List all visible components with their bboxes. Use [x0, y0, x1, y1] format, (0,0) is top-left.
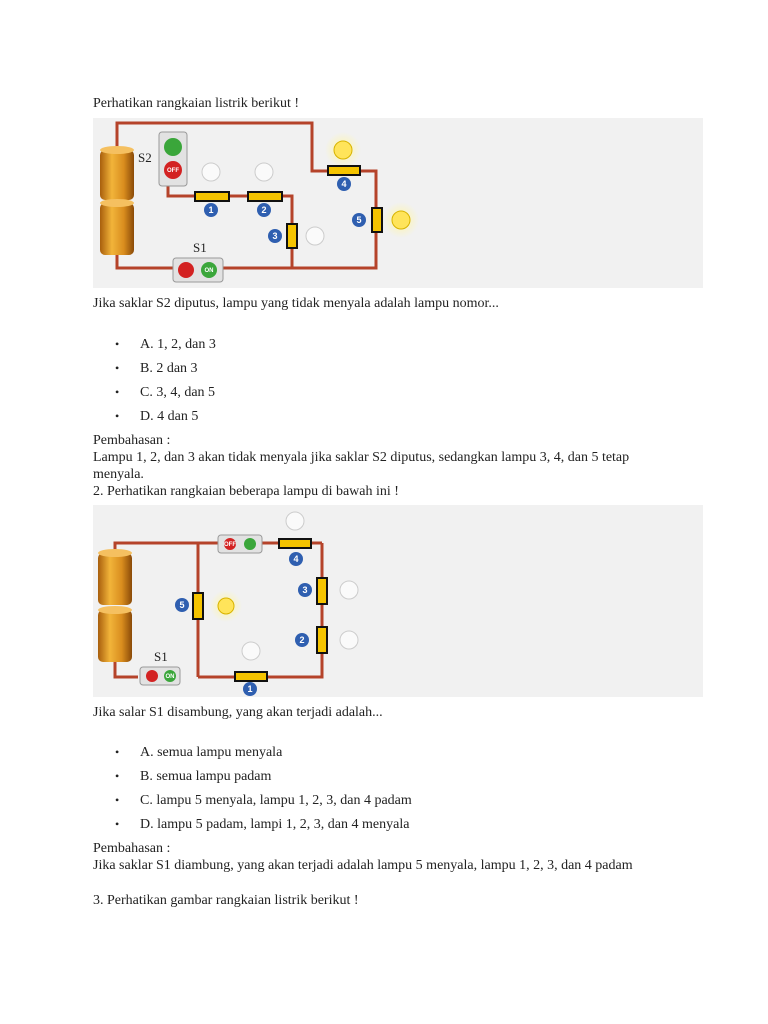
- q1-s2-label: S2: [138, 150, 152, 165]
- svg-text:3: 3: [272, 231, 277, 241]
- q1-option-a: A. 1, 2, dan 3: [93, 336, 216, 360]
- svg-text:1: 1: [208, 205, 213, 215]
- q2-question: Jika salar S1 disambung, yang akan terja…: [93, 705, 383, 720]
- lamp-2-icon: 2: [247, 162, 283, 217]
- q1-circuit-figure: OFF S2 ON S1 1 2 3: [93, 118, 703, 288]
- q1-option-b: B. 2 dan 3: [93, 360, 216, 384]
- svg-text:4: 4: [341, 179, 346, 189]
- svg-text:5: 5: [179, 600, 184, 610]
- lamp-3-icon: 3: [298, 577, 359, 605]
- q1-option-c: C. 3, 4, dan 5: [93, 384, 216, 408]
- q2-top-switch-state: OFF: [224, 542, 236, 548]
- q2-option-d: D. lampu 5 padam, lampi 1, 2, 3, dan 4 m…: [93, 816, 412, 840]
- q1-question: Jika saklar S2 diputus, lampu yang tidak…: [93, 296, 499, 311]
- switch-top-icon: OFF: [217, 534, 263, 554]
- q2-circuit-figure: OFF ON S1 4 3 2: [93, 505, 703, 697]
- q2-options: A. semua lampu menyala B. semua lampu pa…: [93, 744, 412, 840]
- q1-discussion: Lampu 1, 2, dan 3 akan tidak menyala jik…: [93, 450, 630, 482]
- lamp-3-icon: 3: [268, 223, 325, 249]
- q2-circuit-diagram: OFF ON S1 4 3 2: [98, 511, 359, 696]
- q2-option-b: B. semua lampu padam: [93, 768, 412, 792]
- battery-icon: [100, 146, 134, 255]
- q1-circuit-diagram: OFF S2 ON S1 1 2 3: [100, 121, 419, 283]
- lamp-4-icon: 4: [325, 132, 361, 191]
- q1-option-d: D. 4 dan 5: [93, 408, 216, 432]
- switch-s2-icon: OFF: [158, 131, 188, 187]
- switch-s1-icon: ON: [139, 666, 181, 686]
- q1-intro: Perhatikan rangkaian listrik berikut !: [93, 96, 300, 111]
- lamp-2-icon: 2: [295, 626, 359, 654]
- lamp-5-icon: 5: [352, 202, 419, 238]
- q2-option-c: C. lampu 5 menyala, lampu 1, 2, 3, dan 4…: [93, 792, 412, 816]
- svg-text:1: 1: [247, 684, 252, 694]
- q1-discussion-title: Pembahasan :: [93, 433, 171, 448]
- lamp-5-icon: 5: [175, 590, 242, 622]
- q1-s1-state: ON: [205, 268, 214, 274]
- svg-text:2: 2: [299, 635, 304, 645]
- svg-text:4: 4: [293, 554, 298, 564]
- svg-text:2: 2: [261, 205, 266, 215]
- q1-s1-label: S1: [193, 240, 207, 255]
- lamp-1-icon: 1: [234, 641, 268, 696]
- lamp-1-icon: 1: [194, 162, 230, 217]
- svg-text:3: 3: [302, 585, 307, 595]
- q2-intro: 2. Perhatikan rangkaian beberapa lampu d…: [93, 484, 399, 499]
- svg-text:5: 5: [356, 215, 361, 225]
- q1-s2-state: OFF: [167, 168, 179, 174]
- switch-s1-icon: ON: [172, 257, 224, 283]
- q2-option-a: A. semua lampu menyala: [93, 744, 412, 768]
- q2-s1-label: S1: [154, 649, 168, 664]
- q2-s1-state: ON: [166, 674, 175, 680]
- q2-discussion-title: Pembahasan :: [93, 841, 171, 856]
- battery-icon: [98, 549, 132, 662]
- q2-discussion: Jika saklar S1 diambung, yang akan terja…: [93, 858, 633, 873]
- lamp-4-icon: 4: [278, 511, 312, 566]
- q3-intro: 3. Perhatikan gambar rangkaian listrik b…: [93, 893, 359, 908]
- q1-options: A. 1, 2, dan 3 B. 2 dan 3 C. 3, 4, dan 5…: [93, 336, 216, 432]
